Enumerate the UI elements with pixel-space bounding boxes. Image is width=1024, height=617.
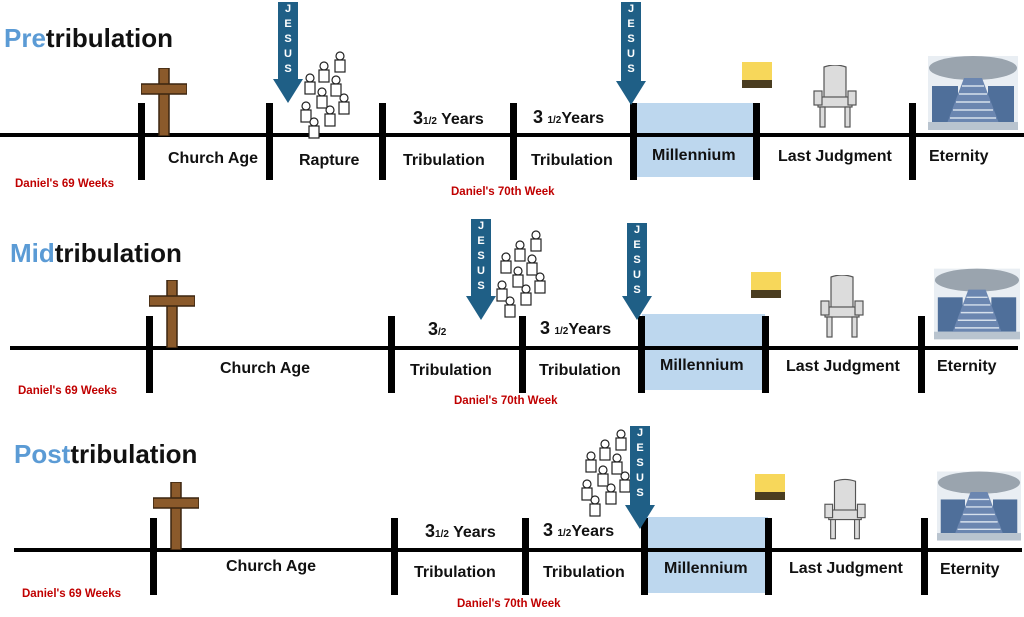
label-church-age: Church Age: [226, 558, 317, 575]
timeline-tick: [138, 103, 145, 180]
timeline-tick: [762, 316, 769, 393]
label-church-age: Church Age: [220, 360, 311, 377]
label-tribulation-2: Tribulation: [539, 362, 621, 379]
posttribulation-panel: Posttribulation Church Age Tribulation T…: [0, 410, 1024, 615]
stairway-to-heaven-icon: [934, 268, 1020, 340]
throne-icon: [820, 275, 864, 338]
label-tribulation-1: Tribulation: [414, 564, 496, 581]
timeline: [14, 548, 1022, 552]
timeline-tick: [510, 103, 517, 180]
years-label: 3/2: [428, 319, 447, 339]
cross-icon: [153, 482, 199, 550]
daniels-69-weeks: Daniel's 69 Weeks: [15, 178, 115, 190]
timeline-tick: [266, 103, 273, 180]
raptured-people-icon: [300, 51, 350, 139]
raptured-people-icon: [496, 230, 546, 318]
label-millennium: Millennium: [660, 357, 744, 374]
label-tribulation-1: Tribulation: [410, 362, 492, 379]
title-rest: tribulation: [70, 439, 198, 469]
pretribulation-panel: Pretribulation Church Age Rapture Tribul…: [0, 0, 1024, 205]
title-accent: Pre: [4, 23, 46, 53]
throne-icon: [813, 65, 857, 128]
throne-icon: [824, 478, 866, 540]
daniels-69-weeks: Daniel's 69 Weeks: [22, 588, 122, 600]
timeline-tick: [522, 518, 529, 595]
label-last-judgment: Last Judgment: [786, 358, 900, 375]
timeline-tick: [909, 103, 916, 180]
timeline-tick: [630, 103, 637, 180]
label-tribulation-1: Tribulation: [403, 152, 485, 169]
millennium-box: [633, 103, 756, 177]
label-rapture: Rapture: [299, 152, 360, 169]
daniels-70th-week: Daniel's 70th Week: [451, 186, 555, 198]
label-last-judgment: Last Judgment: [789, 560, 903, 577]
years-label: 3 1/2Years: [533, 107, 605, 127]
label-eternity: Eternity: [937, 358, 997, 375]
years-label: 3 1/2Years: [540, 318, 612, 338]
timeline-tick: [379, 103, 386, 180]
panel-title: Pretribulation: [4, 25, 173, 51]
label-millennium: Millennium: [664, 560, 748, 577]
daniels-70th-week: Daniel's 70th Week: [457, 598, 561, 610]
label-tribulation-2: Tribulation: [531, 152, 613, 169]
title-rest: tribulation: [45, 23, 174, 53]
gold-crown-block-icon: [755, 474, 785, 500]
timeline-tick: [638, 316, 645, 393]
stairway-to-heaven-icon: [937, 471, 1021, 541]
gold-crown-block-icon: [742, 62, 772, 88]
gold-crown-block-icon: [751, 272, 781, 298]
years-label: 31/2 Years: [425, 521, 496, 541]
panel-title: Midtribulation: [10, 240, 182, 266]
label-eternity: Eternity: [929, 148, 989, 165]
timeline-tick: [921, 518, 928, 595]
timeline-tick: [641, 518, 648, 595]
timeline-tick: [753, 103, 760, 180]
timeline-tick: [765, 518, 772, 595]
millennium-box: [645, 517, 768, 593]
raptured-people-icon: [581, 429, 631, 517]
label-eternity: Eternity: [940, 561, 1000, 578]
panel-title: Posttribulation: [14, 441, 197, 467]
label-millennium: Millennium: [652, 147, 736, 164]
timeline-tick: [388, 316, 395, 393]
midtribulation-panel: Midtribulation Church Age Tribulation Tr…: [0, 205, 1024, 410]
cross-icon: [141, 68, 187, 136]
years-label: 3 1/2Years: [543, 520, 615, 540]
timeline-tick: [519, 316, 526, 393]
daniels-70th-week: Daniel's 70th Week: [454, 395, 558, 407]
label-tribulation-2: Tribulation: [543, 564, 625, 581]
title-accent: Mid: [10, 238, 55, 268]
title-accent: Post: [14, 439, 71, 469]
timeline-tick: [391, 518, 398, 595]
millennium-box: [642, 314, 765, 390]
daniels-69-weeks: Daniel's 69 Weeks: [18, 385, 118, 397]
years-label: 31/2 Years: [413, 108, 484, 128]
timeline-tick: [146, 316, 153, 393]
cross-icon: [149, 280, 195, 348]
label-church-age: Church Age: [168, 150, 259, 167]
timeline-tick: [150, 518, 157, 595]
label-last-judgment: Last Judgment: [778, 148, 892, 165]
timeline-tick: [918, 316, 925, 393]
stairway-to-heaven-icon: [928, 56, 1018, 130]
title-rest: tribulation: [54, 238, 182, 268]
timeline: [10, 346, 1018, 350]
